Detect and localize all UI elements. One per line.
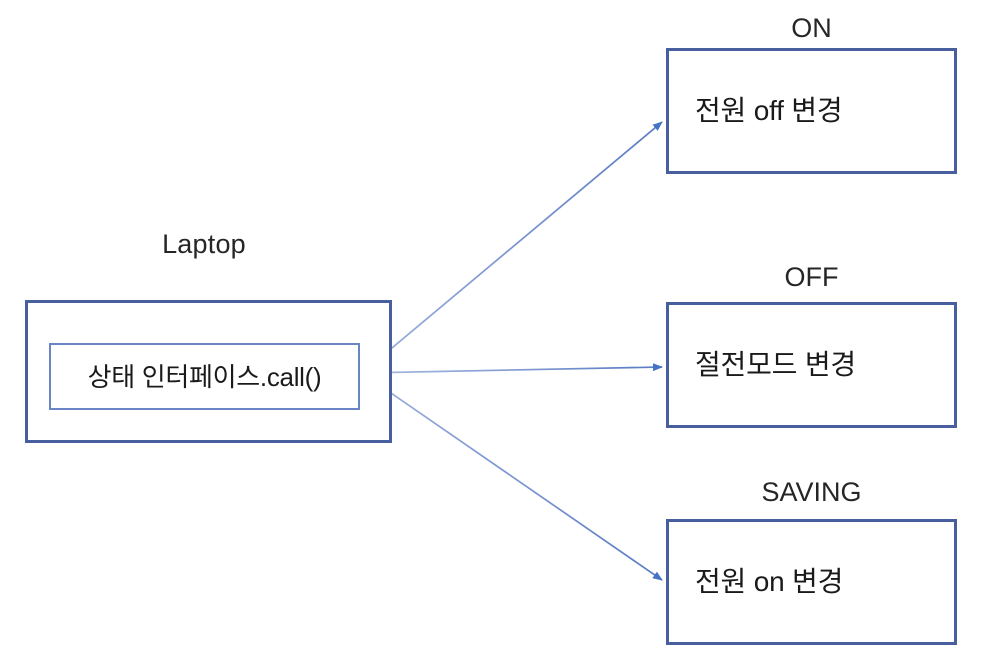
state-box-saving[interactable]: 전원 on 변경 bbox=[666, 519, 957, 645]
connector-to-on bbox=[361, 121, 663, 374]
state-interface-call-label: 상태 인터페이스.call() bbox=[87, 361, 322, 392]
state-interface-call-box[interactable]: 상태 인터페이스.call() bbox=[49, 343, 360, 410]
state-box-on-label: 전원 off 변경 bbox=[695, 95, 843, 126]
state-box-saving-label: 전원 on 변경 bbox=[695, 566, 844, 597]
state-box-on[interactable]: 전원 off 변경 bbox=[666, 48, 957, 174]
source-title: Laptop bbox=[162, 229, 246, 259]
connector-to-off bbox=[361, 363, 663, 374]
connector-to-saving bbox=[361, 372, 663, 581]
state-title-saving: SAVING bbox=[761, 477, 862, 507]
state-box-off-label: 절전모드 변경 bbox=[695, 349, 856, 380]
state-box-off[interactable]: 절전모드 변경 bbox=[666, 302, 957, 428]
state-title-off: OFF bbox=[784, 262, 839, 292]
state-title-on: ON bbox=[791, 13, 832, 43]
